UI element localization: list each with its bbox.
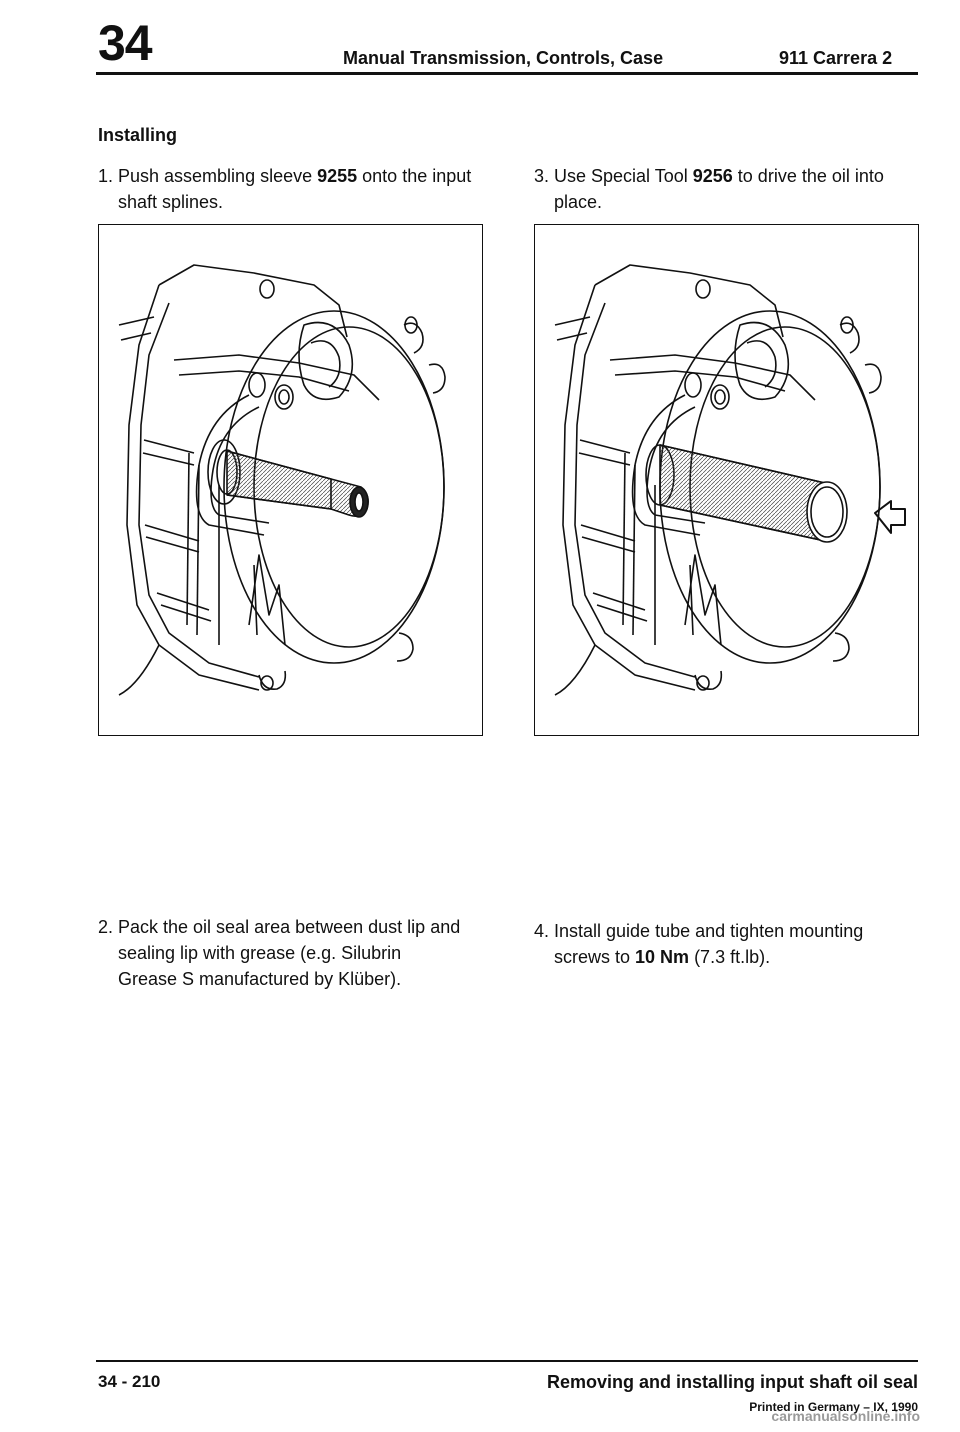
step-number: 3. [534,166,550,186]
figure-1 [98,224,483,736]
chapter-number: 34 [98,15,153,71]
watermark: carmanualsonline.info [771,1408,920,1424]
step-2: 2.Pack the oil seal area between dust li… [98,914,518,992]
header-title: Manual Transmission, Controls, Case [343,48,664,68]
header-model: 911 Carrera 2 [779,48,893,68]
footer-title: Removing and installing input shaft oil … [546,1372,918,1392]
figure-3 [534,224,919,736]
header-rule [96,72,918,75]
step-3: 3.Use Special Tool 9256 to drive the oil… [534,163,934,215]
tool-number: 9255 [317,166,358,186]
step-number: 4. [534,921,550,941]
step-1: 1.Push assembling sleeve 9255 onto the i… [98,163,498,215]
step-number: 1. [98,166,114,186]
transmission-bell-housing-illustration [118,264,446,696]
step-4: 4.Install guide tube and tighten mountin… [534,918,934,970]
step-number: 2. [98,917,114,937]
page-number: 34 - 210 [98,1372,161,1391]
transmission-bell-housing-illustration [554,264,906,696]
footer-rule [96,1360,918,1362]
torque-value: 10 Nm [635,947,690,967]
printed-note: Printed in Germany – IX, 1990 [749,1400,918,1414]
tool-number: 9256 [692,166,733,186]
section-title: Installing [98,125,178,145]
